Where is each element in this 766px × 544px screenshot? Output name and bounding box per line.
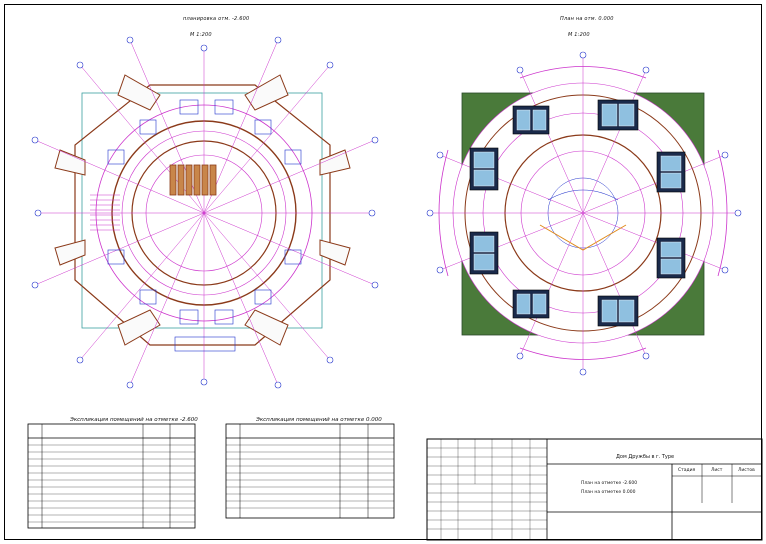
stamp-sheet-line1: План на отметке -2.600 xyxy=(581,481,638,486)
left-plan-title: планировка отм. -2.600 xyxy=(183,16,250,22)
stamp-sheet-line2: План на отметке 0.000 xyxy=(581,490,636,495)
drawing-sheet-frame xyxy=(4,4,762,540)
left-explication-table xyxy=(27,423,196,529)
left-table-title: Экспликация помещений на отметке -2.600 xyxy=(70,417,198,423)
stamp-col-stage: Стадия xyxy=(678,468,696,473)
right-plan-title: План на отм. 0.000 xyxy=(560,16,614,22)
left-floor-plan xyxy=(31,36,379,389)
right-explication-table xyxy=(225,423,395,519)
left-plan-scale: М 1:200 xyxy=(190,32,212,38)
stamp-project-name: Дом Дружбы в г. Туре xyxy=(616,454,675,460)
title-block xyxy=(426,438,763,541)
right-floor-plan xyxy=(426,51,742,376)
right-plan-scale: М 1:200 xyxy=(568,32,590,38)
right-table-title: Экспликация помещений на отметке 0.000 xyxy=(256,417,382,423)
stamp-col-sheet: Лист xyxy=(711,468,723,473)
stamp-col-sheets: Листов xyxy=(738,468,755,473)
